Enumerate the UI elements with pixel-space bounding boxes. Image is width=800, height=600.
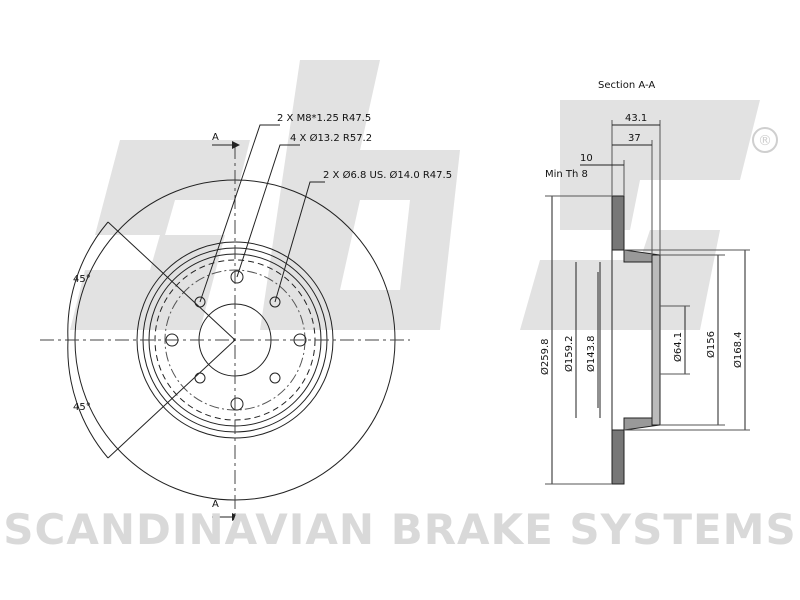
min-thickness-label: Min Th 8 [545,169,588,180]
dim-label-10: 10 [580,153,593,164]
registered-mark: ® [752,127,778,153]
hat-face [651,254,661,426]
arrow-head-bottom [232,513,240,521]
dim-label-37: 37 [628,133,641,144]
dim-label-43: 43.1 [625,113,647,124]
threaded-hole [194,372,206,384]
callout-thread: 2 X M8*1.25 R47.5 [277,113,371,124]
section-ring-top [611,195,625,251]
small-hole [269,296,281,308]
callout-bolt-holes: 4 X Ø13.2 R57.2 [290,132,372,144]
diameter-label-64: Ø64.1 [672,332,684,362]
small-hole [269,372,281,384]
arrow-head-top [232,141,240,149]
angle-arc-upper [67,221,109,341]
svg-text:®: ® [758,133,772,149]
section-title: Section A-A [598,80,655,91]
section-marker-top: A [212,132,219,143]
diameter-label-168: Ø168.4 [732,332,744,369]
section-ring-bottom [611,429,625,485]
diameter-label-143: Ø143.8 [585,336,597,373]
sbs-logo-watermark [70,60,760,330]
diameter-label-259: Ø259.8 [539,339,551,376]
angle-line-lower [107,339,236,459]
bolt-hole [230,397,244,411]
leader-line-1 [199,124,280,303]
company-name-watermark: SCANDINAVIAN BRAKE SYSTEMS [3,505,797,554]
callout-small-holes: 2 X Ø6.8 US. Ø14.0 R47.5 [323,169,452,181]
leader-line-2 [236,144,300,278]
angle-arc-lower [67,339,109,459]
angle-label-lower: 45° [73,402,91,413]
leader-line-3 [274,181,325,303]
angle-line-upper [107,221,236,341]
disc-section-view [545,120,750,485]
bolt-hole [230,270,244,284]
diameter-label-156: Ø156 [705,331,717,358]
disc-front-view [40,124,410,520]
diameter-label-159: Ø159.2 [563,336,575,373]
section-marker-bottom: A [212,499,219,510]
angle-label-upper: 45° [73,274,91,285]
